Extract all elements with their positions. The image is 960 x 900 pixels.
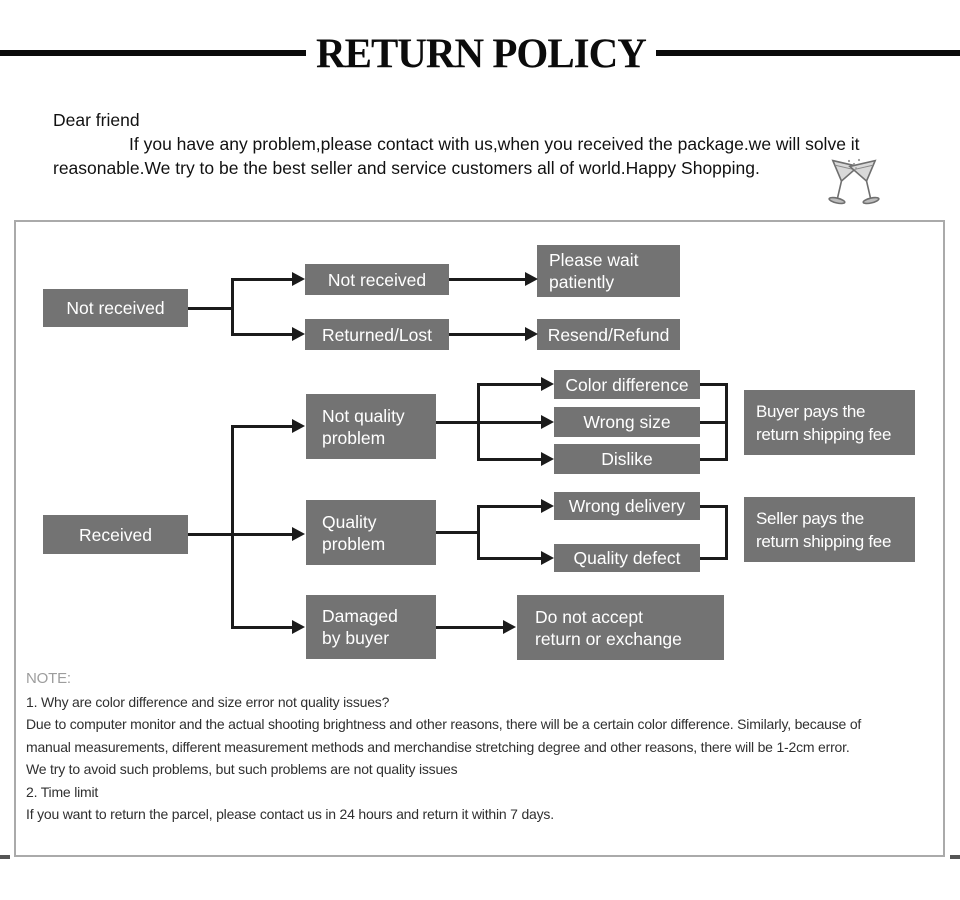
cocktail-glasses-icon xyxy=(828,158,880,205)
intro-line-2: reasonable.We try to be the best seller … xyxy=(53,158,760,178)
title-rule-right xyxy=(655,50,960,56)
arrowhead xyxy=(525,272,538,286)
node-not-received-root: Not received xyxy=(43,289,188,327)
node-resend-refund: Resend/Refund xyxy=(537,319,680,350)
note-line: manual measurements, different measureme… xyxy=(26,738,850,755)
arrowhead xyxy=(292,419,305,433)
connector-line xyxy=(477,383,541,386)
connector-line xyxy=(477,505,541,508)
notes-section: NOTE: 1. Why are color difference and si… xyxy=(26,668,861,826)
note-line: 1. Why are color difference and size err… xyxy=(26,693,390,710)
note-line: Due to computer monitor and the actual s… xyxy=(26,716,862,732)
arrowhead xyxy=(292,327,305,341)
arrowhead xyxy=(541,551,554,565)
connector-line xyxy=(477,557,541,560)
connector-line xyxy=(477,421,541,424)
connector-line xyxy=(188,307,231,310)
connector-line xyxy=(449,333,525,336)
arrowhead xyxy=(525,327,538,341)
node-seller-pays: Seller pays the return shipping fee xyxy=(744,497,915,562)
arrowhead xyxy=(503,620,516,634)
node-not-received-case: Not received xyxy=(305,264,449,295)
connector-line xyxy=(436,531,477,534)
bracket-line xyxy=(700,505,727,508)
note-line: We try to avoid such problems, but such … xyxy=(26,761,458,777)
node-dislike: Dislike xyxy=(554,444,700,474)
node-returned-lost: Returned/Lost xyxy=(305,319,449,350)
node-do-not-accept: Do not accept return or exchange xyxy=(517,595,724,660)
node-wrong-delivery: Wrong delivery xyxy=(554,492,700,520)
bracket-line xyxy=(725,383,728,461)
bracket-line xyxy=(700,458,727,461)
intro-greeting: Dear friend xyxy=(53,110,140,130)
connector-line xyxy=(231,425,292,428)
arrowhead xyxy=(541,377,554,391)
flowchart-canvas: Not received Not received Please wait pa… xyxy=(14,220,945,857)
node-quality-defect: Quality defect xyxy=(554,544,700,572)
arrowhead xyxy=(541,499,554,513)
connector-line xyxy=(477,458,541,461)
connector-line xyxy=(231,626,292,629)
connector-line xyxy=(477,505,480,560)
connector-line xyxy=(449,278,525,281)
node-color-difference: Color difference xyxy=(554,370,700,399)
note-line: If you want to return the parcel, please… xyxy=(26,806,554,822)
arrowhead xyxy=(541,415,554,429)
intro-line-1: If you have any problem,please contact w… xyxy=(129,134,860,154)
arrowhead xyxy=(292,620,305,634)
intro-paragraph: Dear friend If you have any problem,plea… xyxy=(53,108,913,180)
connector-line xyxy=(231,425,234,629)
connector-line xyxy=(231,333,292,336)
notes-label: NOTE: xyxy=(26,670,71,687)
node-not-quality-problem: Not quality problem xyxy=(306,394,436,459)
connector-line xyxy=(436,421,477,424)
node-please-wait: Please wait patiently xyxy=(537,245,680,297)
node-quality-problem: Quality problem xyxy=(306,500,436,565)
page-title: RETURN POLICY xyxy=(316,29,647,77)
edge-mark-left xyxy=(0,855,10,859)
arrowhead xyxy=(541,452,554,466)
bracket-line xyxy=(700,421,727,424)
edge-mark-right xyxy=(950,855,960,859)
connector-line xyxy=(436,626,503,629)
title-rule-left xyxy=(0,50,306,56)
bracket-line xyxy=(700,557,727,560)
arrowhead xyxy=(292,527,305,541)
connector-line xyxy=(188,533,292,536)
bracket-line xyxy=(700,383,727,386)
node-damaged-by-buyer: Damaged by buyer xyxy=(306,595,436,659)
arrowhead xyxy=(292,272,305,286)
connector-line xyxy=(231,278,234,336)
connector-line xyxy=(231,278,292,281)
node-wrong-size: Wrong size xyxy=(554,407,700,437)
title-bar: RETURN POLICY xyxy=(0,29,960,77)
note-line: 2. Time limit xyxy=(26,783,99,800)
node-received-root: Received xyxy=(43,515,188,554)
bracket-line xyxy=(725,505,728,560)
node-buyer-pays: Buyer pays the return shipping fee xyxy=(744,390,915,455)
